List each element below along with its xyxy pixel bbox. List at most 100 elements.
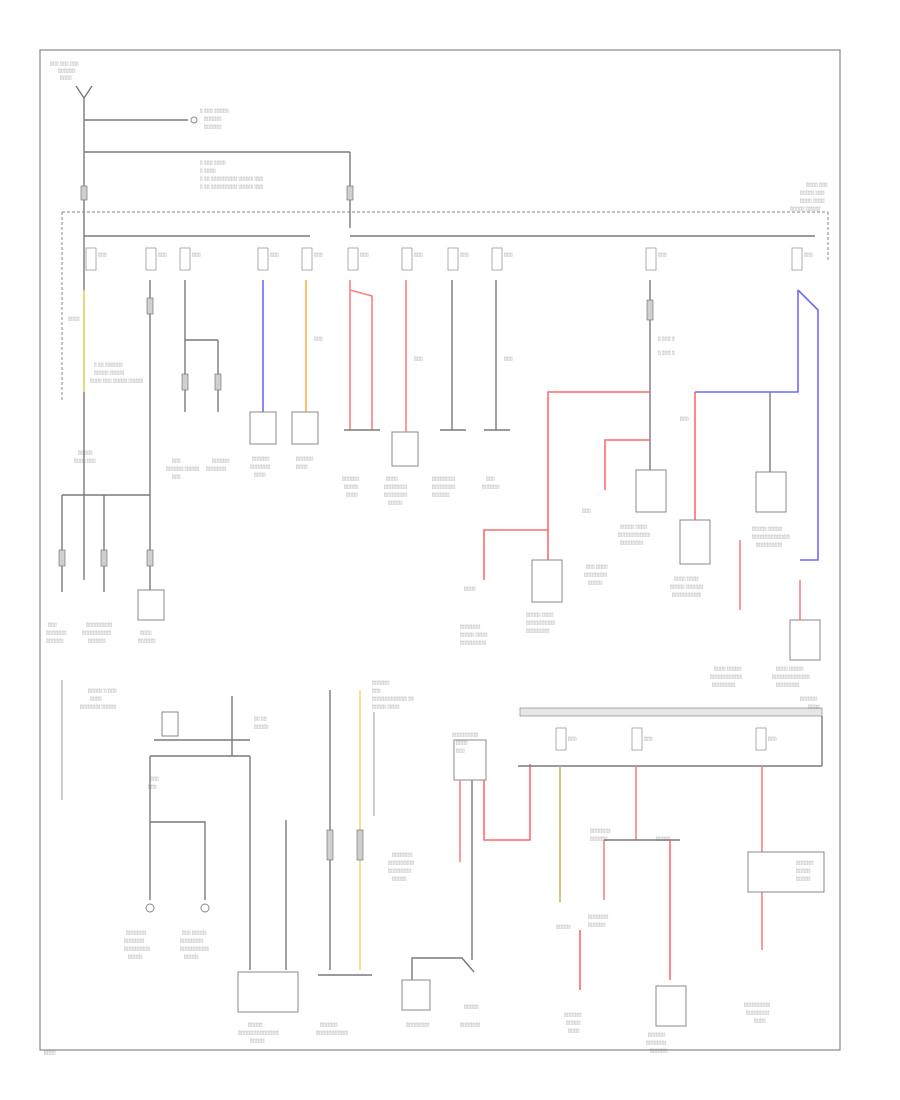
svg-text:░░░░░░: ░░░░░░ bbox=[648, 1032, 666, 1037]
svg-text:░░░░░ ░ ░░░: ░░░░░ ░ ░░░ bbox=[88, 688, 117, 693]
svg-text:░░░░░░░░: ░░░░░░░░ bbox=[388, 868, 411, 873]
svg-text:░░░░░░░░░: ░░░░░░░░░ bbox=[388, 860, 414, 865]
svg-text:░░░░: ░░░░ bbox=[296, 464, 308, 469]
wiper-relay-box bbox=[291, 411, 319, 445]
svg-text:░░░░░░░░: ░░░░░░░░ bbox=[432, 484, 455, 489]
svg-text:░░░░░: ░░░░░ bbox=[796, 876, 811, 881]
svg-text:░░░░░░░░░░░: ░░░░░░░░░░░ bbox=[316, 1030, 348, 1035]
svg-text:░ ░░░ ░: ░ ░░░ ░ bbox=[658, 336, 675, 341]
svg-text:░ ░░░ ░░░░: ░ ░░░ ░░░░ bbox=[200, 160, 226, 165]
svg-text:░░░░░: ░░░░░ bbox=[796, 868, 811, 873]
right-rear-seat-box bbox=[755, 471, 787, 513]
svg-text:░░░░░░░░: ░░░░░░░░ bbox=[620, 540, 643, 545]
svg-text:░░░░░░░: ░░░░░░░ bbox=[590, 828, 611, 833]
svg-text:░░░░░ ░░░░: ░░░░░ ░░░░ bbox=[372, 704, 400, 709]
svg-text:░░░░: ░░░░ bbox=[68, 316, 80, 321]
fuse-2: ░░░ bbox=[145, 247, 167, 271]
svg-text:░░░: ░░░ bbox=[48, 622, 57, 627]
svg-text:░░░: ░░░ bbox=[192, 252, 201, 257]
svg-text:░░░░░░░░░░: ░░░░░░░░░░ bbox=[672, 592, 701, 597]
svg-text:░░░░░░: ░░░░░░ bbox=[564, 1012, 582, 1017]
svg-text:░░░░: ░░░░ bbox=[140, 630, 152, 635]
svg-text:░░░░: ░░░░ bbox=[386, 476, 398, 481]
svg-text:░░░░: ░░░░ bbox=[346, 492, 358, 497]
svg-text:░░░░ ░░░░: ░░░░ ░░░░ bbox=[800, 198, 825, 203]
svg-text:░░░░░░░░: ░░░░░░░░ bbox=[712, 682, 735, 687]
svg-text:░░░: ░░░ bbox=[372, 688, 381, 693]
page-marker: ░░░░ bbox=[44, 1050, 56, 1055]
svg-text:░░░░░: ░░░░░ bbox=[184, 954, 199, 959]
svg-text:░░░: ░░░ bbox=[314, 336, 323, 341]
svg-text:░░░░░░: ░░░░░░ bbox=[58, 68, 76, 73]
svg-text:░░░: ░░░ bbox=[360, 252, 369, 257]
svg-text:░░░░░░░░░: ░░░░░░░░░ bbox=[744, 1002, 770, 1007]
fuse-9: ░░░ bbox=[491, 247, 513, 271]
svg-text:░░░░░░░░░: ░░░░░░░░░ bbox=[756, 542, 782, 547]
svg-text:░░░░░ ░░░░: ░░░░░ ░░░░ bbox=[460, 632, 488, 637]
svg-text:░░░░░: ░░░░░ bbox=[250, 1038, 265, 1043]
svg-text:░░░░░░: ░░░░░░ bbox=[432, 492, 450, 497]
svg-text:░░░░░░░: ░░░░░░░ bbox=[126, 930, 147, 935]
fuse-bus: ░░░ ░ ░░░ ░ ░░░░ ░░░ ░░░░ ░░░░ ░░░░░ ░░░░░ bbox=[61, 182, 829, 400]
svg-text:░░░░░░░░: ░░░░░░░░ bbox=[526, 628, 549, 633]
svg-text:░░░░░ ░░░░░: ░░░░░ ░░░░░ bbox=[790, 206, 820, 211]
heated-seat-box bbox=[391, 431, 419, 467]
svg-text:░░░: ░░░ bbox=[804, 252, 813, 257]
svg-text:░░░░: ░░░░ bbox=[60, 75, 72, 80]
svg-text:░░░░░: ░░░░░ bbox=[566, 1020, 581, 1025]
svg-text:░░░░░░: ░░░░░░ bbox=[800, 696, 818, 701]
svg-text:░░░░: ░░░░ bbox=[90, 696, 102, 701]
svg-text:░░░░ ░░░░: ░░░░ ░░░░ bbox=[674, 576, 699, 581]
svg-text:░░░░░ ░░░░: ░░░░░ ░░░░ bbox=[526, 612, 554, 617]
svg-text:░░░░░░░: ░░░░░░░ bbox=[392, 852, 413, 857]
svg-text:░░░░░░░░░: ░░░░░░░░░ bbox=[452, 732, 478, 737]
svg-text:░░░░░░: ░░░░░░ bbox=[204, 124, 222, 129]
svg-text:░░░░░░░░░: ░░░░░░░░░ bbox=[86, 622, 112, 627]
svg-text:░░░░░░: ░░░░░░ bbox=[342, 476, 360, 481]
fuse-10: ░░░ bbox=[645, 247, 667, 271]
svg-text:░░░░░░░░░░░░ ░░: ░░░░░░░░░░░░ ░░ bbox=[372, 696, 414, 701]
svg-text:░░░░░: ░░░░░ bbox=[78, 450, 93, 455]
svg-text:░░░░░░░: ░░░░░░░ bbox=[250, 464, 271, 469]
svg-text:░░░░░░░░: ░░░░░░░░ bbox=[776, 682, 799, 687]
svg-text:░░░: ░░░ bbox=[414, 356, 423, 361]
svg-text:░░░░░░░░: ░░░░░░░░ bbox=[584, 572, 607, 577]
svg-text:░░░░░░: ░░░░░░ bbox=[796, 860, 814, 865]
svg-text:░░░░░ ░░░░░░: ░░░░░ ░░░░░░ bbox=[670, 584, 703, 589]
svg-text:░░░░░: ░░░░░ bbox=[656, 836, 671, 841]
svg-text:░░░░░░: ░░░░░░ bbox=[138, 638, 156, 643]
svg-text:░░░░░░░░░░░: ░░░░░░░░░░░ bbox=[618, 532, 650, 537]
svg-text:░░░░░░░░: ░░░░░░░░ bbox=[432, 476, 455, 481]
svg-text:░░░░░░░: ░░░░░░░ bbox=[460, 1022, 481, 1027]
svg-text:░░░░░░░ ░░░░░: ░░░░░░░ ░░░░░ bbox=[80, 704, 116, 709]
fuse-8: ░░░ bbox=[447, 247, 469, 271]
svg-text:░░░░░░░: ░░░░░░░ bbox=[460, 624, 481, 629]
svg-text:░░░: ░░░ bbox=[486, 476, 495, 481]
svg-text:░ ░░░ ░░░░░: ░ ░░░ ░░░░░ bbox=[200, 108, 229, 113]
svg-text:░░░: ░░░ bbox=[504, 356, 513, 361]
svg-text:░░░: ░░░ bbox=[658, 252, 667, 257]
svg-text:░░░: ░░░ bbox=[680, 416, 689, 421]
svg-text:░░░: ░░░ bbox=[582, 508, 591, 513]
generator-box bbox=[401, 979, 431, 1011]
fuse-3: ░░░ bbox=[179, 247, 201, 271]
svg-text:░░░░░░: ░░░░░░ bbox=[650, 1048, 668, 1053]
svg-text:░░░░ ░░░ ░░░░░ ░░░░░: ░░░░ ░░░ ░░░░░ ░░░░░ bbox=[90, 378, 143, 383]
fuse-7: ░░░ bbox=[401, 247, 423, 271]
svg-text:░░░░: ░░░░ bbox=[808, 704, 820, 709]
svg-text:░░░░░░: ░░░░░░ bbox=[482, 484, 500, 489]
svg-text:░░░░░░░░: ░░░░░░░░ bbox=[384, 484, 407, 489]
fuse-6: ░░░ bbox=[347, 247, 369, 271]
instrument-cluster-box bbox=[237, 971, 299, 1013]
power-busbar bbox=[519, 707, 823, 717]
svg-text:░░░: ░░░ bbox=[314, 252, 323, 257]
svg-text:░░░░░: ░░░░░ bbox=[344, 484, 359, 489]
seat-circuits: ░ ░░░ ░ ░ ░░░ ░ ░░░░ ░░░░░░░ ░░░░░ ░░░░ … bbox=[460, 280, 821, 687]
rear-seat-module-box bbox=[789, 619, 821, 661]
svg-text:░░░░░: ░░░░░ bbox=[588, 580, 603, 585]
svg-text:░░░░░░░░░░░░░░: ░░░░░░░░░░░░░░ bbox=[238, 1030, 279, 1035]
svg-text:░░░░░: ░░░░░ bbox=[254, 724, 269, 729]
svg-text:░░░░░ ░░░░░: ░░░░░ ░░░░░ bbox=[752, 526, 782, 531]
svg-text:░░░: ░░░ bbox=[644, 736, 653, 741]
